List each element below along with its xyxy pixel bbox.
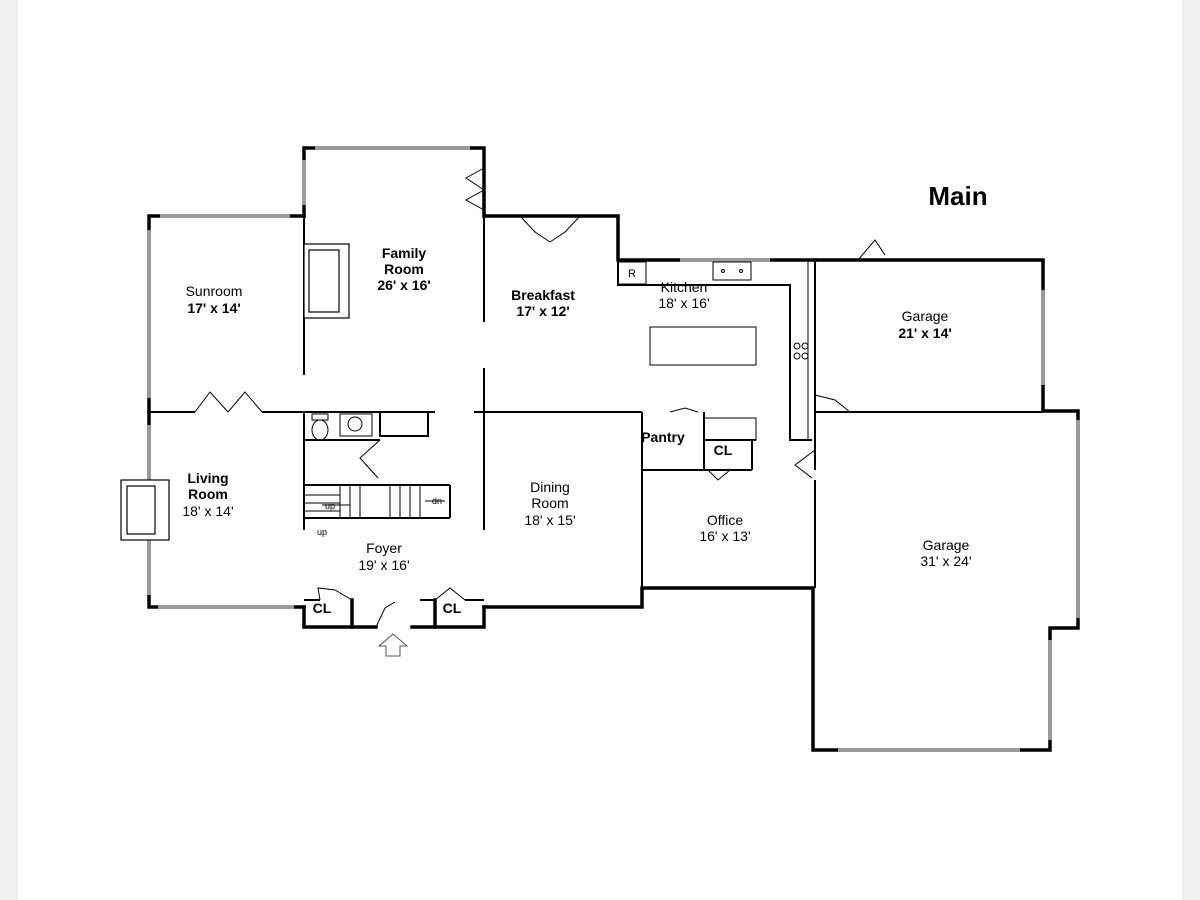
dining-room-name-line1: Dining: [530, 479, 570, 495]
cooktop: [793, 342, 809, 360]
refrigerator: [617, 261, 647, 285]
living-room-name-line2: Room: [188, 486, 228, 502]
sunroom-name: Sunroom: [186, 283, 243, 299]
powder-room-fixtures: [311, 413, 373, 441]
plan-title: Main: [928, 181, 987, 211]
kitchen-island: [649, 326, 757, 366]
kitchen-sink: [712, 261, 752, 281]
floor-plan: Main: [120, 146, 1080, 752]
stairs-up-label-2: up: [317, 527, 327, 537]
stairs-up-label-1: up: [325, 501, 335, 511]
kitchen-fixtures: R: [617, 261, 809, 441]
pantry-name: Pantry: [641, 429, 685, 445]
kitchen-size: 18' x 16': [658, 295, 709, 311]
garage-small-size: 21' x 14': [898, 325, 951, 341]
office-name: Office: [707, 512, 744, 528]
dining-room-size: 18' x 15': [524, 512, 575, 528]
garage-large-name: Garage: [923, 537, 970, 553]
foyer-size: 19' x 16': [358, 557, 409, 573]
stairs-down-label: dn: [432, 496, 442, 506]
living-room-size: 18' x 14': [182, 503, 233, 519]
closet-label-1: CL: [313, 600, 332, 616]
garage-large-size: 31' x 24': [920, 553, 971, 569]
doors: [194, 167, 886, 628]
kitchen-name: Kitchen: [661, 279, 708, 295]
breakfast-name: Breakfast: [511, 287, 575, 303]
family-room-name-line2: Room: [384, 261, 424, 277]
family-room-size: 26' x 16': [377, 277, 430, 293]
stairs: up up dn: [304, 485, 445, 537]
floor-plan-sheet: Main: [18, 0, 1182, 900]
breakfast-size: 17' x 12': [516, 303, 569, 319]
office-size: 16' x 13': [699, 528, 750, 544]
closet-label-3: CL: [714, 442, 733, 458]
closet-label-2: CL: [443, 600, 462, 616]
room-labels: Sunroom 17' x 14' Family Room 26' x 16' …: [182, 245, 971, 616]
exterior-walls: [147, 146, 1080, 752]
foyer-name: Foyer: [366, 540, 402, 556]
refrigerator-label: R: [628, 268, 636, 280]
family-room-name-line1: Family: [382, 245, 427, 261]
windows: [147, 146, 1080, 752]
living-room-name-line1: Living: [187, 470, 228, 486]
garage-small-name: Garage: [902, 308, 949, 324]
dining-room-name-line2: Room: [531, 495, 568, 511]
sink: [339, 413, 373, 437]
entry-arrow-icon: [377, 633, 409, 657]
fireplaces: [120, 243, 350, 541]
sunroom-size: 17' x 14': [187, 300, 240, 316]
toilet: [311, 419, 329, 441]
interior-walls: [149, 216, 1043, 601]
